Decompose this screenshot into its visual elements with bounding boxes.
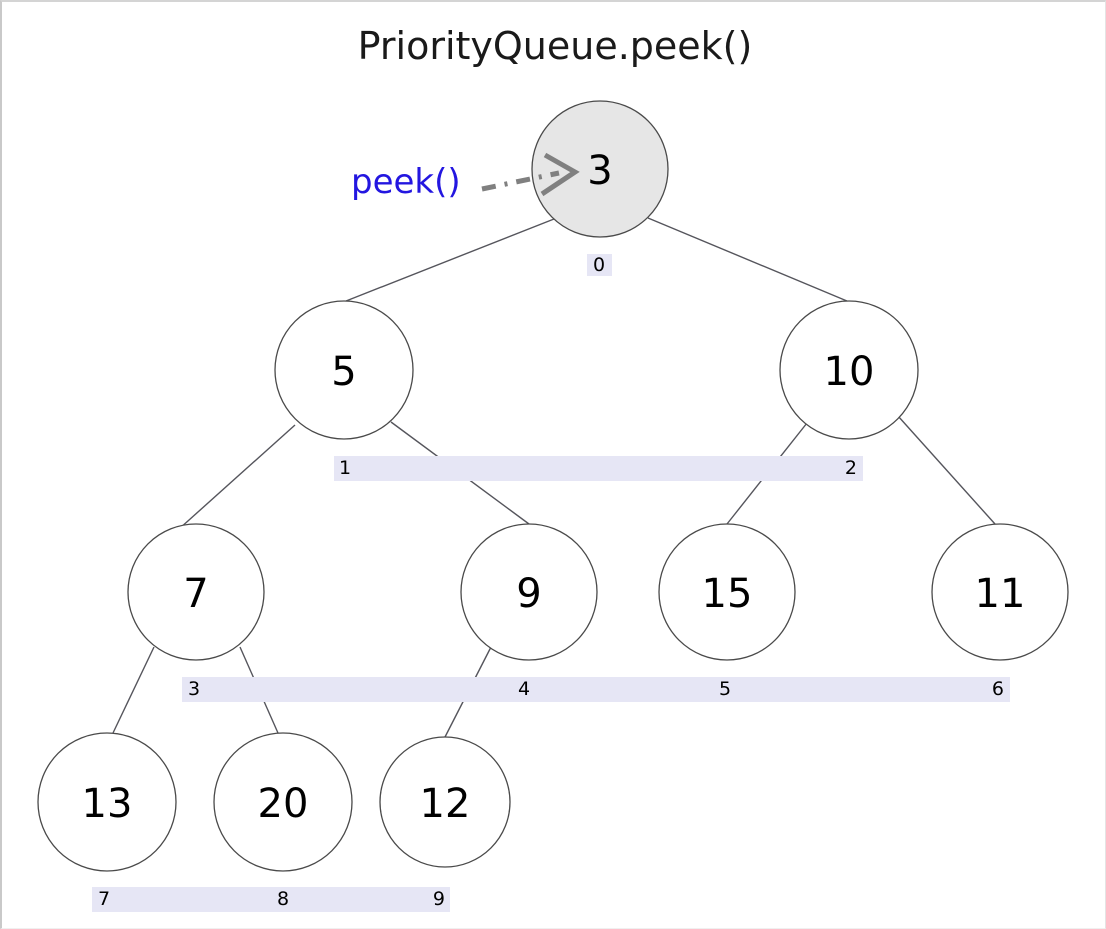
- tree-node-7[interactable]: 13: [37, 732, 177, 872]
- node-circle-2[interactable]: [779, 300, 919, 440]
- node-value-5: 15: [702, 571, 753, 617]
- node-value-1: 5: [331, 349, 356, 395]
- node-index-2: 2: [845, 457, 857, 479]
- node-circle-4[interactable]: [460, 523, 598, 661]
- node-index-7: 7: [98, 888, 110, 910]
- tree-node-5[interactable]: 15: [658, 523, 796, 661]
- edge-3-7: [112, 646, 155, 734]
- tree-node-9[interactable]: 12: [379, 736, 511, 868]
- node-index-9: 9: [433, 888, 445, 910]
- node-value-8: 20: [258, 781, 309, 827]
- edge-2-6: [897, 415, 996, 525]
- node-circle-0[interactable]: [531, 100, 669, 238]
- peek-annotation: peek(): [351, 152, 580, 202]
- tree-node-2[interactable]: 10: [779, 300, 919, 440]
- node-index-0: 0: [593, 254, 605, 276]
- tree-node-8[interactable]: 20: [213, 732, 353, 872]
- arrow-head-icon: [540, 152, 580, 197]
- node-circle-3[interactable]: [127, 523, 265, 661]
- node-circle-7[interactable]: [37, 732, 177, 872]
- node-index-3: 3: [188, 678, 200, 700]
- tree-node-4[interactable]: 9: [460, 523, 598, 661]
- tree-node-0[interactable]: 3: [531, 100, 669, 238]
- edge-1-3: [178, 424, 296, 530]
- node-value-7: 13: [82, 781, 133, 827]
- node-index-5: 5: [719, 678, 731, 700]
- band-level-0: [587, 254, 612, 276]
- tree-node-6[interactable]: 11: [931, 523, 1069, 661]
- node-value-2: 10: [824, 349, 875, 395]
- index-label-group: 0 1 2 3 4 5 6 7 8 9: [98, 254, 1004, 910]
- node-value-4: 9: [516, 571, 541, 617]
- node-value-3: 7: [183, 571, 208, 617]
- node-group: 3 5 10 7 9 15: [37, 100, 1069, 872]
- node-value-0: 3: [587, 148, 612, 194]
- node-circle-1[interactable]: [274, 300, 414, 440]
- band-level-3: [92, 887, 450, 912]
- edge-0-1: [345, 218, 555, 302]
- edge-0-2: [647, 217, 848, 302]
- page-title: PriorityQueue.peek(): [358, 24, 753, 68]
- tree-node-3[interactable]: 7: [127, 523, 265, 661]
- node-circle-5[interactable]: [658, 523, 796, 661]
- node-value-6: 11: [975, 571, 1026, 617]
- tree-node-1[interactable]: 5: [274, 300, 414, 440]
- node-index-4: 4: [518, 678, 530, 700]
- node-circle-8[interactable]: [213, 732, 353, 872]
- node-index-8: 8: [277, 888, 289, 910]
- node-index-6: 6: [992, 678, 1004, 700]
- node-index-1: 1: [339, 457, 351, 479]
- index-band-group: [92, 254, 1010, 912]
- band-level-1: [334, 456, 863, 481]
- dash-dot-arrow-icon: [481, 170, 560, 192]
- peek-annotation-label: peek(): [351, 162, 461, 202]
- node-circle-6[interactable]: [931, 523, 1069, 661]
- band-level-2: [182, 677, 1010, 702]
- node-value-9: 12: [420, 781, 471, 827]
- node-circle-9[interactable]: [379, 736, 511, 868]
